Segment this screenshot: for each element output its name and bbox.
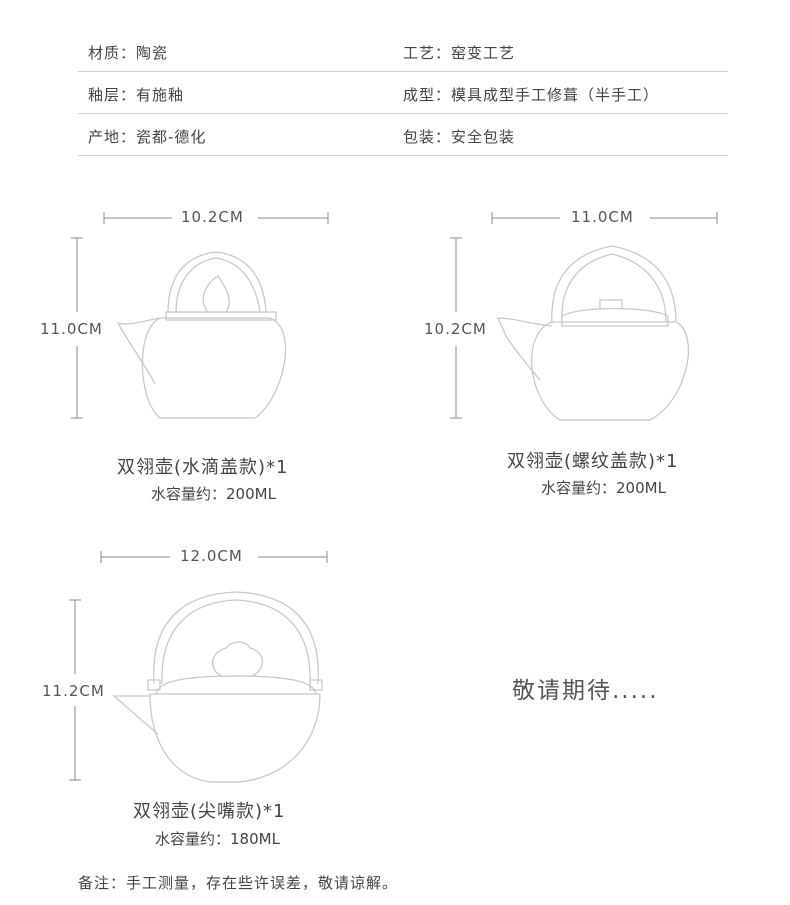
width-label-3: 12.0CM [180,547,243,565]
height-label-1: 11.0CM [40,320,103,338]
height-label-2: 10.2CM [424,320,487,338]
teapot-pointed-spout [112,591,323,783]
spec-glaze: 釉层：有施釉 [88,86,185,104]
width-label-2: 11.0CM [571,208,634,226]
product-name-3: 双翎壶(尖嘴款)*1 [133,801,286,822]
measurement-note: 备注：手工测量，存在些许误差，敬请谅解。 [78,874,399,892]
spec-material: 材质：陶瓷 [88,44,169,62]
dimension-lines-1 [71,212,329,419]
width-label-1: 10.2CM [181,208,244,226]
product-name-2: 双翎壶(螺纹盖款)*1 [507,451,679,472]
spec-forming: 成型：模具成型手工修葺（半手工） [403,86,660,104]
product-capacity-2: 水容量约：200ML [541,479,666,497]
teapot-water-drop-lid [116,251,287,419]
spec-row-origin: 产地：瓷都-德化 包装：安全包装 [78,114,728,156]
product-capacity-1: 水容量约：200ML [151,485,276,503]
spec-origin: 产地：瓷都-德化 [88,128,207,146]
height-label-3: 11.2CM [42,682,105,700]
product-name-1: 双翎壶(水滴盖款)*1 [117,457,289,478]
dimension-lines-3 [69,551,328,781]
spec-row-glaze: 釉层：有施釉 成型：模具成型手工修葺（半手工） [78,72,728,114]
spec-row-material: 材质：陶瓷 工艺：窑变工艺 [78,30,728,72]
spec-packaging: 包装：安全包装 [403,128,516,146]
product-capacity-3: 水容量约：180ML [155,830,280,848]
spec-craft: 工艺：窑变工艺 [403,44,516,62]
dimension-lines-2 [450,212,718,419]
coming-soon-text: 敬请期待..... [512,678,659,704]
teapot-threaded-lid [496,245,690,421]
spec-table: 材质：陶瓷 工艺：窑变工艺 釉层：有施釉 成型：模具成型手工修葺（半手工） 产地… [78,30,728,156]
